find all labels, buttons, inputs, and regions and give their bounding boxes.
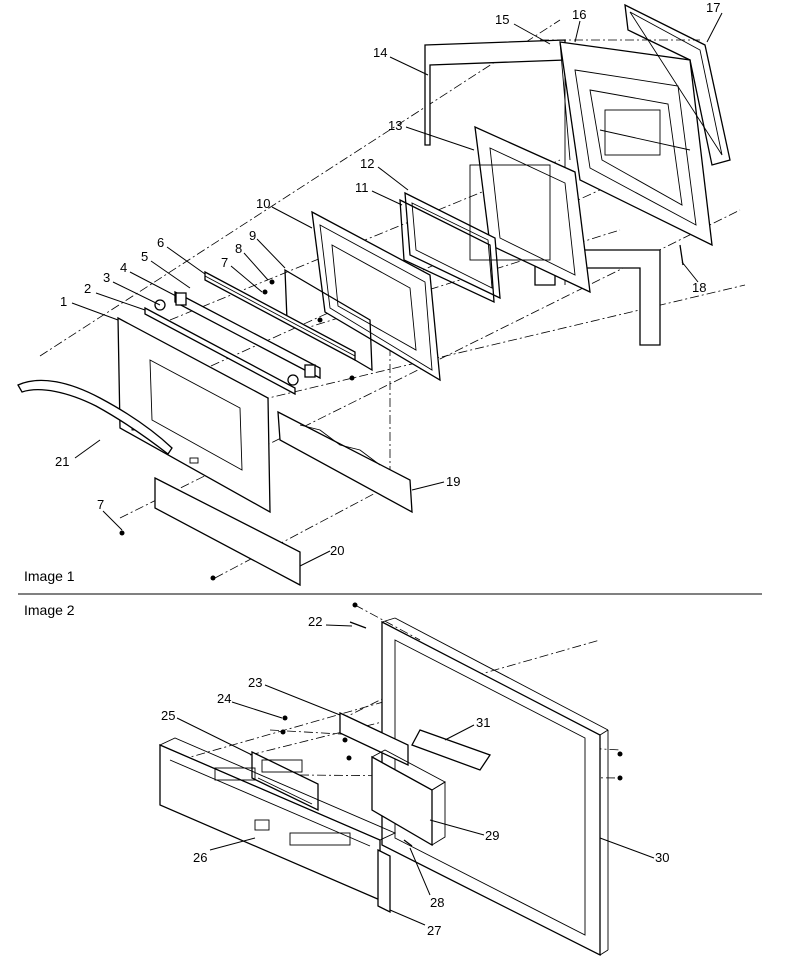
callout-29: 29 <box>485 828 499 843</box>
callout-16: 16 <box>572 7 586 22</box>
part-13-window-glass <box>469 164 551 261</box>
image-2-control-panel-assembly: Image 2 <box>24 602 669 957</box>
leader-lines-image-1 <box>71 12 723 567</box>
image-1-caption: Image 1 <box>24 568 75 584</box>
part-13-window-frame <box>474 125 591 294</box>
callouts-image-2: 22 23 24 25 26 27 28 29 30 31 <box>161 614 669 938</box>
part-7-8-screws <box>119 279 355 581</box>
callout-25: 25 <box>161 708 175 723</box>
callout-5: 5 <box>141 249 148 264</box>
callout-24: 24 <box>217 691 231 706</box>
part-29-control-box <box>371 749 446 847</box>
callout-14: 14 <box>373 45 387 60</box>
callout-23: 23 <box>248 675 262 690</box>
part-25-control-board <box>251 750 319 812</box>
part-2-top-channel <box>144 306 296 396</box>
image-2-caption: Image 2 <box>24 602 75 618</box>
part-18-screw <box>679 244 684 266</box>
part-9-glass-panel <box>284 268 373 372</box>
callout-11: 11 <box>355 180 369 195</box>
part-24-screws <box>280 602 623 781</box>
part-28-screw <box>403 839 413 847</box>
part-31-cover-plate <box>411 729 492 771</box>
callout-12: 12 <box>360 156 374 171</box>
part-23-bracket <box>339 711 409 767</box>
callout-7-lower: 7 <box>97 497 104 512</box>
callout-17: 17 <box>706 0 720 15</box>
part-12-glass-pane <box>404 191 501 300</box>
callout-13: 13 <box>388 118 402 133</box>
callouts-image-1: 1 2 3 4 5 6 7 8 9 10 11 12 13 14 15 16 1… <box>55 0 720 558</box>
callout-18: 18 <box>692 280 706 295</box>
leader-lines-image-2 <box>176 624 655 926</box>
callout-9: 9 <box>249 228 256 243</box>
callout-10: 10 <box>256 196 270 211</box>
part-11-glass-pane <box>399 198 495 304</box>
callout-4: 4 <box>120 260 127 275</box>
part-21-door-handle <box>17 379 173 455</box>
callout-2: 2 <box>84 281 91 296</box>
callout-1: 1 <box>60 294 67 309</box>
part-26-control-panel <box>158 737 397 901</box>
part-4-hinge-receptacle <box>175 292 316 378</box>
callout-7: 7 <box>221 255 228 270</box>
part-5-vent-strip <box>174 290 321 380</box>
part-27-end-cap <box>377 848 391 914</box>
callout-21: 21 <box>55 454 69 469</box>
part-6-top-trim <box>204 270 356 362</box>
part-22-screw <box>349 621 367 629</box>
callout-6: 6 <box>157 235 164 250</box>
part-20-bottom-trim <box>154 476 301 587</box>
part-19-bottom-baffle <box>277 410 413 514</box>
callout-26: 26 <box>193 850 207 865</box>
callout-20: 20 <box>330 543 344 558</box>
part-17-door-gasket <box>624 3 731 166</box>
image-1-door-assembly: 1 2 3 4 5 6 7 8 9 10 11 12 13 14 15 16 1… <box>17 0 746 587</box>
callout-15: 15 <box>495 12 509 27</box>
callout-31: 31 <box>476 715 490 730</box>
callout-27: 27 <box>427 923 441 938</box>
callout-19: 19 <box>446 474 460 489</box>
callout-3: 3 <box>103 270 110 285</box>
callout-22: 22 <box>308 614 322 629</box>
callout-8: 8 <box>235 241 242 256</box>
callout-30: 30 <box>655 850 669 865</box>
part-16-inner-door-frame <box>559 41 713 247</box>
callout-28: 28 <box>430 895 444 910</box>
part-1-outer-door-panel <box>117 316 271 514</box>
part-10-door-liner <box>311 210 441 382</box>
